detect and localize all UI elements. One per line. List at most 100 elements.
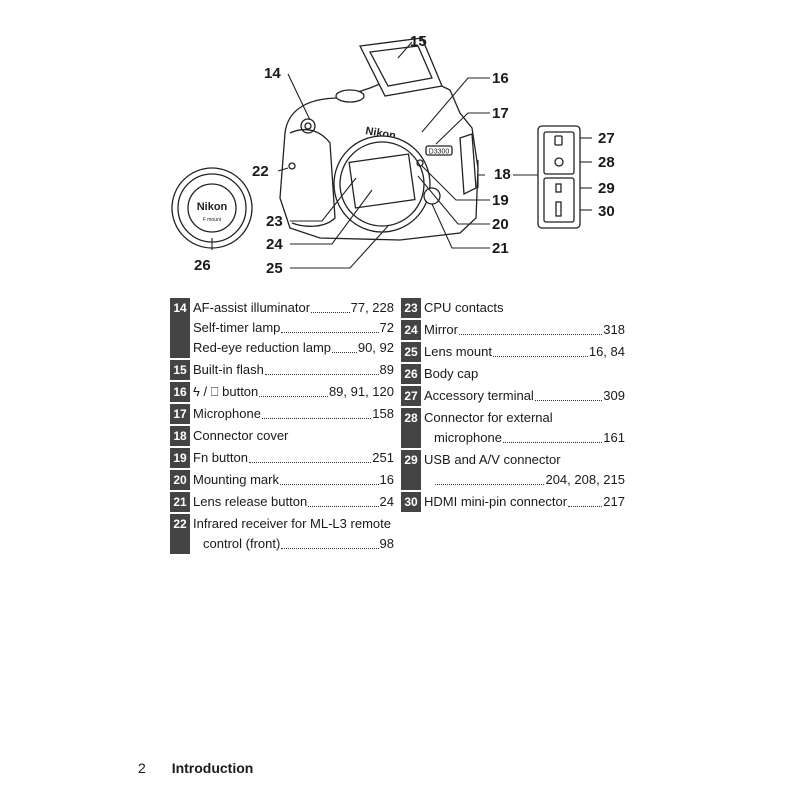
callout-28: 28 bbox=[598, 154, 615, 171]
callout-22: 22 bbox=[252, 163, 269, 180]
part-line: Accessory terminal 309 bbox=[424, 386, 625, 406]
part-label: Mirror bbox=[424, 322, 458, 337]
cap-brand-text: Nikon bbox=[197, 201, 228, 213]
part-line: microphone 161 bbox=[424, 428, 625, 448]
callout-29: 29 bbox=[598, 180, 615, 197]
page-reference: 77, 228 bbox=[350, 300, 394, 315]
callout-23: 23 bbox=[266, 213, 283, 230]
part-label: HDMI mini-pin connector bbox=[424, 494, 568, 509]
part-label: Connector cover bbox=[193, 428, 289, 443]
part-label: Microphone bbox=[193, 406, 261, 421]
part-label: USB and A/V connector bbox=[424, 452, 561, 467]
cap-subtext: F mount bbox=[203, 217, 222, 223]
callout-14: 14 bbox=[264, 65, 281, 82]
part-line: CPU contacts bbox=[424, 298, 625, 318]
part-line: Microphone 158 bbox=[193, 404, 394, 424]
page-reference: 16 bbox=[379, 472, 394, 487]
page-reference: 16, 84 bbox=[588, 344, 625, 359]
dot-leader bbox=[332, 351, 357, 353]
page-footer: 2 Introduction bbox=[138, 760, 253, 776]
leader-lines bbox=[211, 41, 592, 269]
callout-19: 19 bbox=[492, 192, 509, 209]
callout-27: 27 bbox=[598, 130, 615, 147]
part-line: USB and A/V connector bbox=[424, 450, 625, 470]
page-reference: 98 bbox=[379, 536, 394, 551]
connector-panel-drawing bbox=[537, 125, 581, 229]
part-number-badge: 26 bbox=[401, 364, 421, 384]
part-label: Accessory terminal bbox=[424, 388, 534, 403]
part-number-badge: 14 bbox=[170, 298, 190, 358]
part-line: HDMI mini-pin connector 217 bbox=[424, 492, 625, 512]
part-label: Self-timer lamp bbox=[193, 320, 281, 335]
callout-25: 25 bbox=[266, 260, 283, 277]
part-label: Mounting mark bbox=[193, 472, 279, 487]
callout-24: 24 bbox=[266, 236, 283, 253]
page-reference: 90, 92 bbox=[357, 340, 394, 355]
callout-21: 21 bbox=[492, 240, 509, 257]
dot-leader bbox=[259, 395, 328, 397]
dot-leader bbox=[279, 483, 379, 485]
part-number-badge: 20 bbox=[170, 470, 190, 490]
callout-20: 20 bbox=[492, 216, 509, 233]
model-badge-text: D3300 bbox=[429, 149, 450, 156]
part-number-badge: 29 bbox=[401, 450, 421, 490]
body-cap-drawing: Nikon F mount bbox=[171, 167, 253, 249]
part-line: Mounting mark 16 bbox=[193, 470, 394, 490]
page-reference: 204, 208, 215 bbox=[545, 472, 625, 487]
part-number-badge: 22 bbox=[170, 514, 190, 554]
part-label: Fn button bbox=[193, 450, 248, 465]
camera-front-illustration: Nikon F mount Nikon D3300 bbox=[171, 33, 615, 277]
page-reference: 158 bbox=[372, 406, 394, 421]
part-label: CPU contacts bbox=[424, 300, 504, 315]
dot-leader bbox=[248, 461, 372, 463]
part-label: microphone bbox=[434, 430, 502, 445]
part-number-badge: 24 bbox=[401, 320, 421, 340]
dot-leader bbox=[281, 547, 379, 549]
page-reference: 217 bbox=[603, 494, 625, 509]
part-line: 204, 208, 215 bbox=[424, 470, 625, 490]
page-reference: 161 bbox=[603, 430, 625, 445]
part-number-badge: 17 bbox=[170, 404, 190, 424]
part-label: Lens release button bbox=[193, 494, 308, 509]
part-number-badge: 23 bbox=[401, 298, 421, 318]
dot-leader bbox=[492, 355, 588, 357]
dot-leader bbox=[311, 311, 350, 313]
part-label: AF-assist illuminator bbox=[193, 300, 311, 315]
callout-26: 26 bbox=[194, 257, 211, 274]
dot-leader bbox=[502, 441, 603, 443]
part-line: AF-assist illuminator 77, 228 bbox=[193, 298, 394, 318]
part-line: Red-eye reduction lamp 90, 92 bbox=[193, 338, 394, 358]
page-reference: 24 bbox=[379, 494, 394, 509]
callout-labels: 14 15 16 17 18 19 20 21 22 23 24 25 26 2… bbox=[194, 33, 615, 277]
part-number-badge: 27 bbox=[401, 386, 421, 406]
dot-leader bbox=[281, 331, 379, 333]
page-reference: 251 bbox=[372, 450, 394, 465]
part-label: Built-in flash bbox=[193, 362, 264, 377]
callout-30: 30 bbox=[598, 203, 615, 220]
dot-leader bbox=[568, 505, 603, 507]
callout-18: 18 bbox=[494, 166, 511, 183]
camera-body-drawing: Nikon D3300 bbox=[279, 37, 479, 241]
part-line: control (front)98 bbox=[193, 534, 394, 554]
dot-leader bbox=[534, 399, 603, 401]
part-label: Red-eye reduction lamp bbox=[193, 340, 332, 355]
page-reference: 309 bbox=[603, 388, 625, 403]
part-line: Connector cover bbox=[193, 426, 394, 446]
part-number-badge: 19 bbox=[170, 448, 190, 468]
callout-17: 17 bbox=[492, 105, 509, 122]
